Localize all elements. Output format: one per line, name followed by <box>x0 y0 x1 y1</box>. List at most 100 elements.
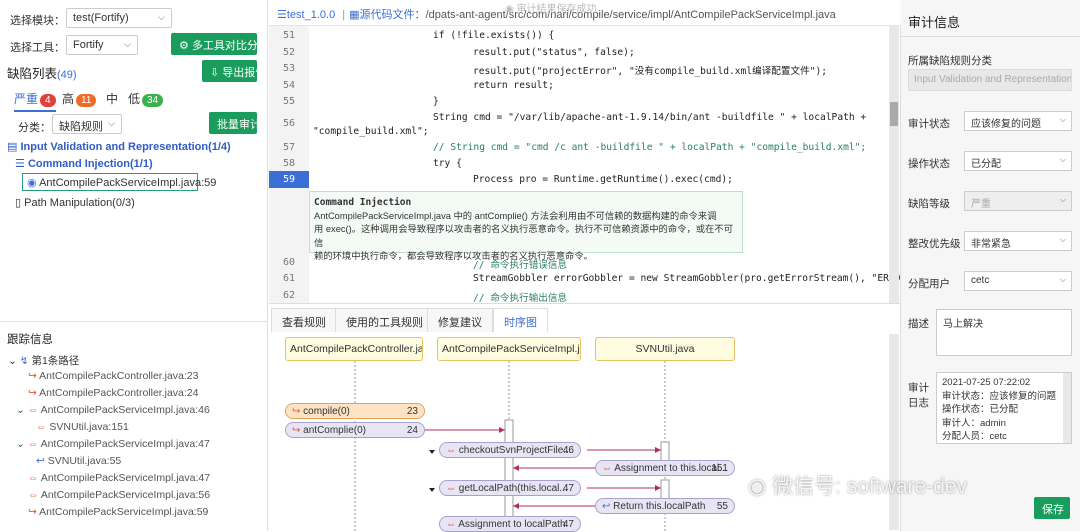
level-label: 缺陷等级 <box>908 198 950 210</box>
chevron-down-icon: ⌵ <box>1059 275 1066 284</box>
code-scrollbar[interactable] <box>889 26 899 303</box>
compare-tools-button[interactable]: ⚙ 多工具对比分析 <box>171 33 269 55</box>
chevron-down-icon: ⌄ <box>8 355 17 367</box>
rule-field: Input Validation and Representation <box>908 69 1072 91</box>
vulnerability-tooltip: Command Injection AntCompilePackServiceI… <box>309 191 743 261</box>
download-icon: ⇩ <box>210 67 220 79</box>
tab-sequence-diagram[interactable]: 时序图 <box>493 308 548 332</box>
priority-select[interactable]: 非常紧急⌵ <box>964 231 1072 251</box>
code-line: result.put("status", false); <box>473 47 635 58</box>
divider <box>901 36 1080 37</box>
batch-audit-button[interactable]: 批量审计 <box>209 112 261 134</box>
line-number: 52 <box>282 47 296 58</box>
seq-message[interactable]: ⇔ checkoutSvnProjectFile...46 <box>439 442 581 458</box>
tab-medium[interactable]: 中 <box>106 92 119 106</box>
code-line: // 命令执行输出信息 <box>473 293 568 304</box>
audit-log: 2021-07-25 07:22:02 审计状态：应该修复的问题 操作状态：已分… <box>936 372 1072 444</box>
tree-selected-file[interactable]: ◉ AntCompilePackServiceImpl.java:59 <box>22 173 216 191</box>
code-scrollbar-thumb[interactable] <box>890 102 898 126</box>
tool-label: 选择工具： <box>10 42 65 54</box>
seq-message[interactable]: ↪ antComplie(0)24 <box>285 422 425 438</box>
return-icon: ↩ <box>602 501 611 512</box>
exchange-icon: ⇔ <box>602 463 612 474</box>
file-icon: ▯ <box>15 197 22 209</box>
desc-textarea[interactable]: 马上解决 <box>936 309 1072 356</box>
save-button[interactable]: 保存 <box>1034 497 1070 519</box>
module-select[interactable]: test(Fortify)⌵ <box>66 8 172 28</box>
chevron-down-icon: ⌵ <box>108 118 115 128</box>
audit-status-label: 审计状态 <box>908 118 950 130</box>
seq-message[interactable]: ↪ compile(0)23 <box>285 403 425 419</box>
line-number: 51 <box>282 30 296 41</box>
layers-icon: ☰ <box>277 9 287 21</box>
audit-title: 审计信息 <box>908 15 961 30</box>
arrow-right-icon: ↪ <box>292 425 301 436</box>
line-number: 60 <box>282 257 296 268</box>
trace-item[interactable]: ⇔ SVNUtil.java:151 <box>36 421 129 433</box>
tree-path-manipulation[interactable]: ▯ Path Manipulation(0/3) <box>15 197 135 209</box>
exchange-icon: ⇔ <box>28 472 39 484</box>
line-number: 55 <box>282 96 296 107</box>
line-number: 57 <box>282 142 296 153</box>
chevron-down-icon: ⌵ <box>1059 155 1066 164</box>
trace-item[interactable]: ↪ AntCompilePackServiceImpl.java:59 <box>28 506 209 518</box>
chevron-down-icon: ⌵ <box>1059 195 1066 204</box>
divider <box>0 321 268 322</box>
check-circle-icon: ◉ <box>27 177 37 189</box>
level-select[interactable]: 严重⌵ <box>964 191 1072 211</box>
actor-controller[interactable]: AntCompilePackController.java <box>285 337 423 361</box>
tool-select[interactable]: Fortify⌵ <box>66 35 138 55</box>
trace-item[interactable]: ⌄ ⇔ AntCompilePackServiceImpl.java:46 <box>16 404 210 416</box>
path-icon: ↯ <box>19 355 29 367</box>
code-line: "compile_build.xml"; <box>313 126 429 137</box>
seq-message[interactable]: ⇔ getLocalPath(this.local...47 <box>439 480 581 496</box>
rule-label: 所属缺陷规则分类 <box>908 55 992 67</box>
trace-item[interactable]: ⇔ AntCompilePackServiceImpl.java:47 <box>28 472 211 484</box>
trace-item[interactable]: ↩ SVNUtil.java:55 <box>36 455 122 467</box>
op-status-select[interactable]: 已分配⌵ <box>964 151 1072 171</box>
trace-path[interactable]: ⌄ ↯ 第1条路径 <box>8 355 80 367</box>
code-line: if (!file.exists()) { <box>433 30 555 41</box>
code-line: StreamGobbler errorGobbler = new StreamG… <box>473 273 924 284</box>
assign-select[interactable]: cetc⌵ <box>964 271 1072 291</box>
actor-svnutil[interactable]: SVNUtil.java <box>595 337 735 361</box>
sequence-scrollbar[interactable] <box>889 334 899 530</box>
tree-group[interactable]: ▤ Input Validation and Representation(1/… <box>7 141 231 153</box>
code-panel: ☰test_1.0.0 |▦源代码文件：/dpats-ant-agent/src… <box>269 0 924 304</box>
trace-item[interactable]: ↪ AntCompilePackController.java:23 <box>28 370 199 382</box>
tree-subgroup[interactable]: ☰ Command Injection(1/1) <box>15 158 153 170</box>
code-line: } <box>433 96 439 107</box>
log-scrollbar[interactable] <box>1063 373 1071 443</box>
code-line: // String cmd = "cmd /c ant -buildfile "… <box>433 142 867 153</box>
chevron-down-icon: ⌵ <box>1059 115 1066 124</box>
arrow-right-icon: ↪ <box>28 387 37 399</box>
defect-list-title: 缺陷列表(49) <box>7 67 77 81</box>
tab-fix-advice[interactable]: 修复建议 <box>427 308 493 332</box>
save-toast: ◉ 审计结果保存成功 <box>505 4 597 15</box>
op-status-label: 操作状态 <box>908 158 950 170</box>
trace-item[interactable]: ⌄ ⇔ AntCompilePackServiceImpl.java:47 <box>16 438 210 450</box>
trace-item[interactable]: ⇔ AntCompilePackServiceImpl.java:56 <box>28 489 211 501</box>
tab-view-rule[interactable]: 查看规则 <box>271 308 337 332</box>
left-panel: 选择模块： test(Fortify)⌵ 选择工具： Fortify⌵ ⚙ 多工… <box>0 0 269 531</box>
trace-item[interactable]: ↪ AntCompilePackController.java:24 <box>28 387 199 399</box>
code-line: return result; <box>473 80 554 91</box>
arrow-right-icon: ↪ <box>28 370 37 382</box>
export-report-button[interactable]: ⇩ 导出报告 <box>202 60 266 82</box>
tab-tool-rules[interactable]: 使用的工具规则 <box>335 308 434 332</box>
seq-message[interactable]: ⇔ Assignment to this.local...151 <box>595 460 735 476</box>
actor-service[interactable]: AntCompilePackServiceImpl.java <box>437 337 581 361</box>
tooltip-title: Command Injection <box>314 197 412 208</box>
category-select[interactable]: 缺陷规则⌵ <box>52 114 122 134</box>
arrow-right-icon: ↪ <box>292 406 301 417</box>
code-header: ☰test_1.0.0 |▦源代码文件：/dpats-ant-agent/src… <box>269 0 901 26</box>
arrow-right-icon: ↪ <box>28 506 37 518</box>
audit-status-select[interactable]: 应该修复的问题⌵ <box>964 111 1072 131</box>
current-line-marker <box>269 171 309 188</box>
line-number: 53 <box>282 63 296 74</box>
